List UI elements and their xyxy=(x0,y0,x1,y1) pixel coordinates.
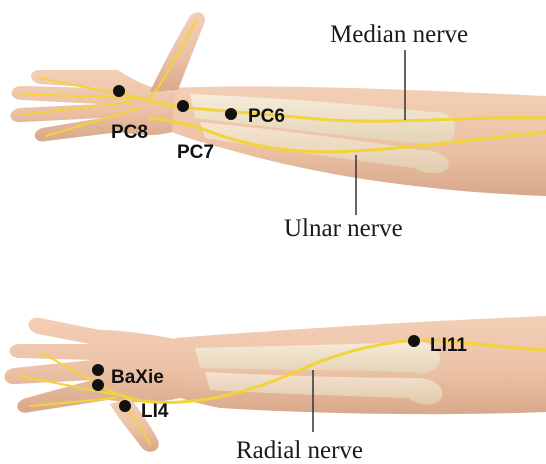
pc7-point xyxy=(177,100,189,112)
bottom-hand xyxy=(4,318,180,413)
li4-point xyxy=(119,400,131,412)
ulnar-nerve-label: Ulnar nerve xyxy=(284,215,403,242)
baxie-point-upper xyxy=(92,364,104,376)
baxie-label: BaXie xyxy=(111,367,164,388)
pc8-point xyxy=(113,85,125,97)
li11-label: LI11 xyxy=(430,335,467,356)
li11-point xyxy=(408,335,420,347)
bottom-arm: BaXie LI4 LI11 Radial nerve xyxy=(4,316,546,464)
pc7-label: PC7 xyxy=(177,142,214,163)
top-thumb xyxy=(150,12,205,92)
pc6-label: PC6 xyxy=(248,106,285,127)
radial-nerve-label: Radial nerve xyxy=(236,437,363,464)
top-arm: Median nerve Ulnar nerve PC8 PC7 PC6 xyxy=(10,12,546,242)
median-nerve-label: Median nerve xyxy=(330,21,468,48)
li4-label: LI4 xyxy=(141,401,169,422)
pc8-label: PC8 xyxy=(111,122,148,143)
pc6-point xyxy=(225,108,237,120)
baxie-point-lower xyxy=(92,379,104,391)
